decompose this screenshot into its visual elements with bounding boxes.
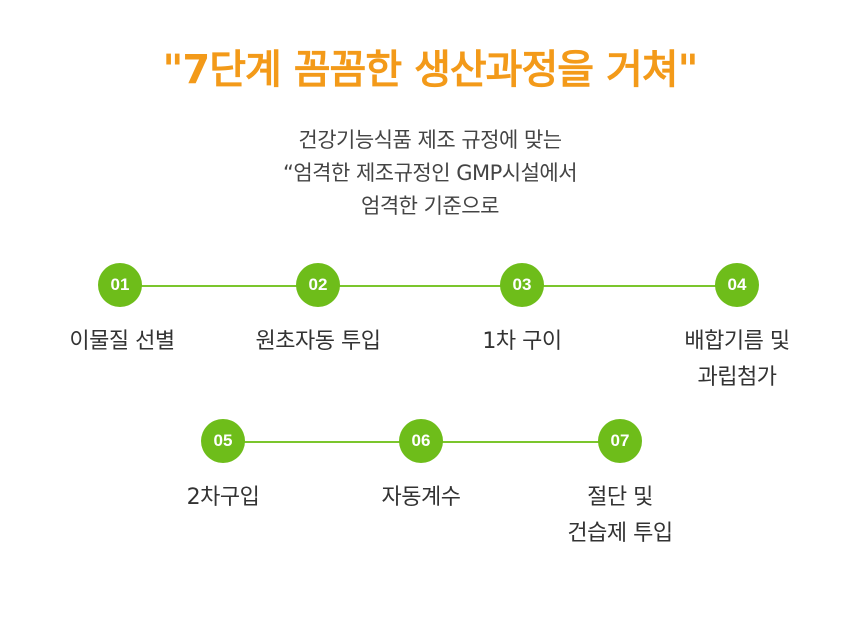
- connector-line-row-1: [120, 285, 737, 287]
- step-label-04-line-2: 과립첨가: [697, 365, 777, 390]
- step-node-02: 02: [296, 263, 340, 307]
- step-label-07-line-2: 건습제 투입: [567, 521, 673, 546]
- step-label-03: 1차 구이: [412, 324, 632, 360]
- subtitle-line-3: 엄격한 기준으로: [361, 194, 499, 218]
- step-label-06: 자동계수: [311, 480, 531, 516]
- step-node-05: 05: [201, 419, 245, 463]
- subtitle: 건강기능식품 제조 규정에 맞는 “엄격한 제조규정인 GMP시설에서 엄격한 …: [0, 124, 860, 223]
- step-label-02-line-1: 원초자동 투입: [255, 329, 381, 354]
- step-node-07: 07: [598, 419, 642, 463]
- step-label-03-line-1: 1차 구이: [482, 329, 562, 354]
- step-label-06-line-1: 자동계수: [381, 485, 461, 510]
- step-label-05: 2차구입: [113, 480, 333, 516]
- step-node-06: 06: [399, 419, 443, 463]
- step-label-04-line-1: 배합기름 및: [684, 329, 790, 354]
- step-label-01-line-1: 이물질 선별: [69, 329, 175, 354]
- page-title: "7단계 꼼꼼한 생산과정을 거쳐": [162, 47, 699, 93]
- step-label-05-line-1: 2차구입: [186, 485, 260, 510]
- subtitle-line-2: “엄격한 제조규정인 GMP시설에서: [282, 161, 578, 185]
- step-node-04: 04: [715, 263, 759, 307]
- step-label-07: 절단 및 건습제 투입: [510, 480, 730, 552]
- subtitle-line-1: 건강기능식품 제조 규정에 맞는: [298, 128, 562, 152]
- step-label-02: 원초자동 투입: [208, 324, 428, 360]
- step-node-03: 03: [500, 263, 544, 307]
- step-label-04: 배합기름 및 과립첨가: [627, 324, 847, 396]
- step-label-07-line-1: 절단 및: [587, 485, 653, 510]
- step-node-01: 01: [98, 263, 142, 307]
- step-label-01: 이물질 선별: [12, 324, 232, 360]
